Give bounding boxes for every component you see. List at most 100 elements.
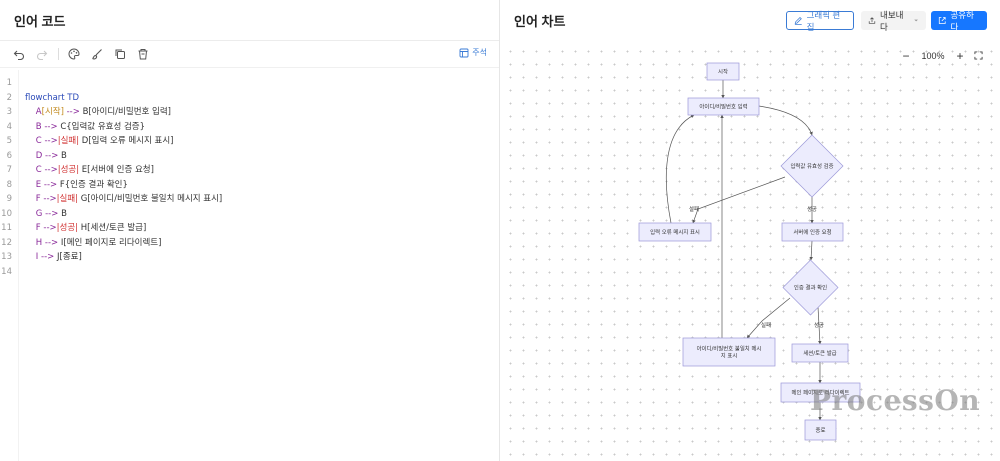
flow-node-j[interactable]: 종료 <box>804 419 837 441</box>
line-number: 12 <box>1 237 12 248</box>
code-token: F <box>25 223 41 233</box>
code-token: [시작] <box>41 107 64 117</box>
zoom-out-button[interactable]: − <box>902 49 910 63</box>
code-line: 10 G --> B <box>0 207 499 222</box>
flow-node-d[interactable]: 입력 오류 메시지 표시 <box>638 222 712 242</box>
code-token: E[서버에 인증 요청] <box>79 165 154 175</box>
code-line: 5 C -->|실패| D[입력 오류 메시지 표시] <box>0 134 499 149</box>
line-number: 9 <box>6 194 12 204</box>
code-token: B <box>61 150 67 161</box>
code-token: B <box>25 121 42 132</box>
process-shape <box>687 97 760 116</box>
code-line: 9 F -->|실패| G[아이디/비밀번호 불일치 메시지 표시] <box>0 192 499 207</box>
line-number: 6 <box>6 150 12 161</box>
code-token: A <box>25 107 42 117</box>
code-token: G <box>25 208 43 219</box>
code-token: --> <box>42 208 62 219</box>
graphic-edit-button[interactable]: 그래픽 편집 <box>786 10 854 32</box>
edge-c-d <box>692 176 786 224</box>
undo-button[interactable] <box>10 46 27 63</box>
line-code: C -->|실패| D[입력 오류 메시지 표시] <box>25 134 174 149</box>
style-button[interactable] <box>88 46 105 63</box>
fullscreen-button[interactable] <box>974 50 983 62</box>
edge-d-b <box>665 114 695 224</box>
flow-node-f[interactable]: 인증 결과 확인 <box>782 259 839 316</box>
line-number: 7 <box>6 165 12 175</box>
flow-node-e[interactable]: 서버에 인증 요청 <box>781 222 844 242</box>
flow-node-a[interactable]: 시작 <box>706 62 740 81</box>
redo-button[interactable] <box>33 46 50 63</box>
comment-button[interactable]: 주석 <box>459 47 487 58</box>
code-token: |성공| <box>57 165 80 175</box>
flow-node-c[interactable]: 입력값 유효성 검증 <box>780 134 844 198</box>
line-code: D --> B <box>25 149 67 164</box>
code-token: --> <box>42 237 61 248</box>
node-label: 아이디/비밀번호 입력 <box>699 103 747 111</box>
code-pane-header: 인어 코드 <box>0 0 499 41</box>
toolbar-divider <box>58 48 59 60</box>
chart-pane-header: 인어 차트 그래픽 편집 내보내다 공유하다 <box>500 0 1000 41</box>
node-label: 입력값 유효성 검증 <box>790 162 833 170</box>
code-token: F{인증 결과 확인} <box>59 179 128 190</box>
code-token: |실패| <box>56 194 79 204</box>
line-number: 11 <box>1 223 12 233</box>
processon-watermark: ProcessOn <box>810 384 981 417</box>
code-line: 4 B --> C{입력값 유효성 검증} <box>0 120 499 135</box>
export-button[interactable]: 내보내다 <box>861 10 926 32</box>
edge-b-c <box>758 105 813 136</box>
line-code: E --> F{인증 결과 확인} <box>25 178 128 193</box>
line-code: flowchart TD <box>25 91 79 106</box>
code-line: 8 E --> F{인증 결과 확인} <box>0 178 499 193</box>
line-number: 2 <box>6 92 12 103</box>
code-token: G[아이디/비밀번호 불일치 메시지 표시] <box>78 194 223 204</box>
code-token: --> <box>40 194 57 204</box>
line-code: I --> J[종료] <box>25 250 82 265</box>
copy-button[interactable] <box>111 46 128 63</box>
code-token: B[아이디/비밀번호 입력] <box>82 107 171 117</box>
node-label: 인증 결과 확인 <box>794 284 827 292</box>
code-token: H <box>25 237 43 248</box>
code-token: |성공| <box>56 223 79 233</box>
node-label: 입력 오류 메시지 표시 <box>650 228 700 236</box>
code-token: --> <box>41 121 61 132</box>
code-line: 1 <box>0 76 499 91</box>
code-token: --> <box>41 179 60 190</box>
code-token: --> <box>40 223 57 233</box>
theme-button[interactable] <box>65 46 82 63</box>
share-button[interactable]: 공유하다 <box>931 10 987 32</box>
code-token: B <box>61 208 67 219</box>
flow-node-i[interactable]: 메인 페이지로 리다이렉트 <box>780 382 861 403</box>
zoom-in-button[interactable]: + <box>956 49 964 63</box>
code-line: 6 D --> B <box>0 149 499 164</box>
node-label: 메인 페이지로 리다이렉트 <box>792 389 850 397</box>
code-line: 13 I --> J[종료] <box>0 250 499 265</box>
flow-node-b[interactable]: 아이디/비밀번호 입력 <box>687 97 760 116</box>
line-code: F -->|성공| H[세션/토큰 발급] <box>25 221 146 236</box>
code-line: 7 C -->|성공| E[서버에 인증 요청] <box>0 163 499 178</box>
edge-f-h <box>817 306 822 345</box>
code-token: F <box>25 194 41 204</box>
process-shape <box>804 419 837 441</box>
line-number: 3 <box>6 107 12 117</box>
flow-node-h[interactable]: 세션/토큰 발급 <box>791 343 849 363</box>
code-token: I <box>25 252 39 262</box>
clear-button[interactable] <box>134 46 151 63</box>
line-number: 13 <box>1 252 12 262</box>
line-code: G --> B <box>25 207 67 222</box>
process-shape <box>781 222 844 242</box>
caret-down-icon <box>914 19 918 22</box>
process-shape <box>706 62 740 81</box>
process-shape <box>791 343 849 363</box>
fullscreen-icon <box>974 50 983 60</box>
line-number: 4 <box>6 121 12 132</box>
decision-shape <box>780 134 844 198</box>
code-token: H[세션/토큰 발급] <box>78 223 147 233</box>
upload-icon <box>868 17 876 24</box>
